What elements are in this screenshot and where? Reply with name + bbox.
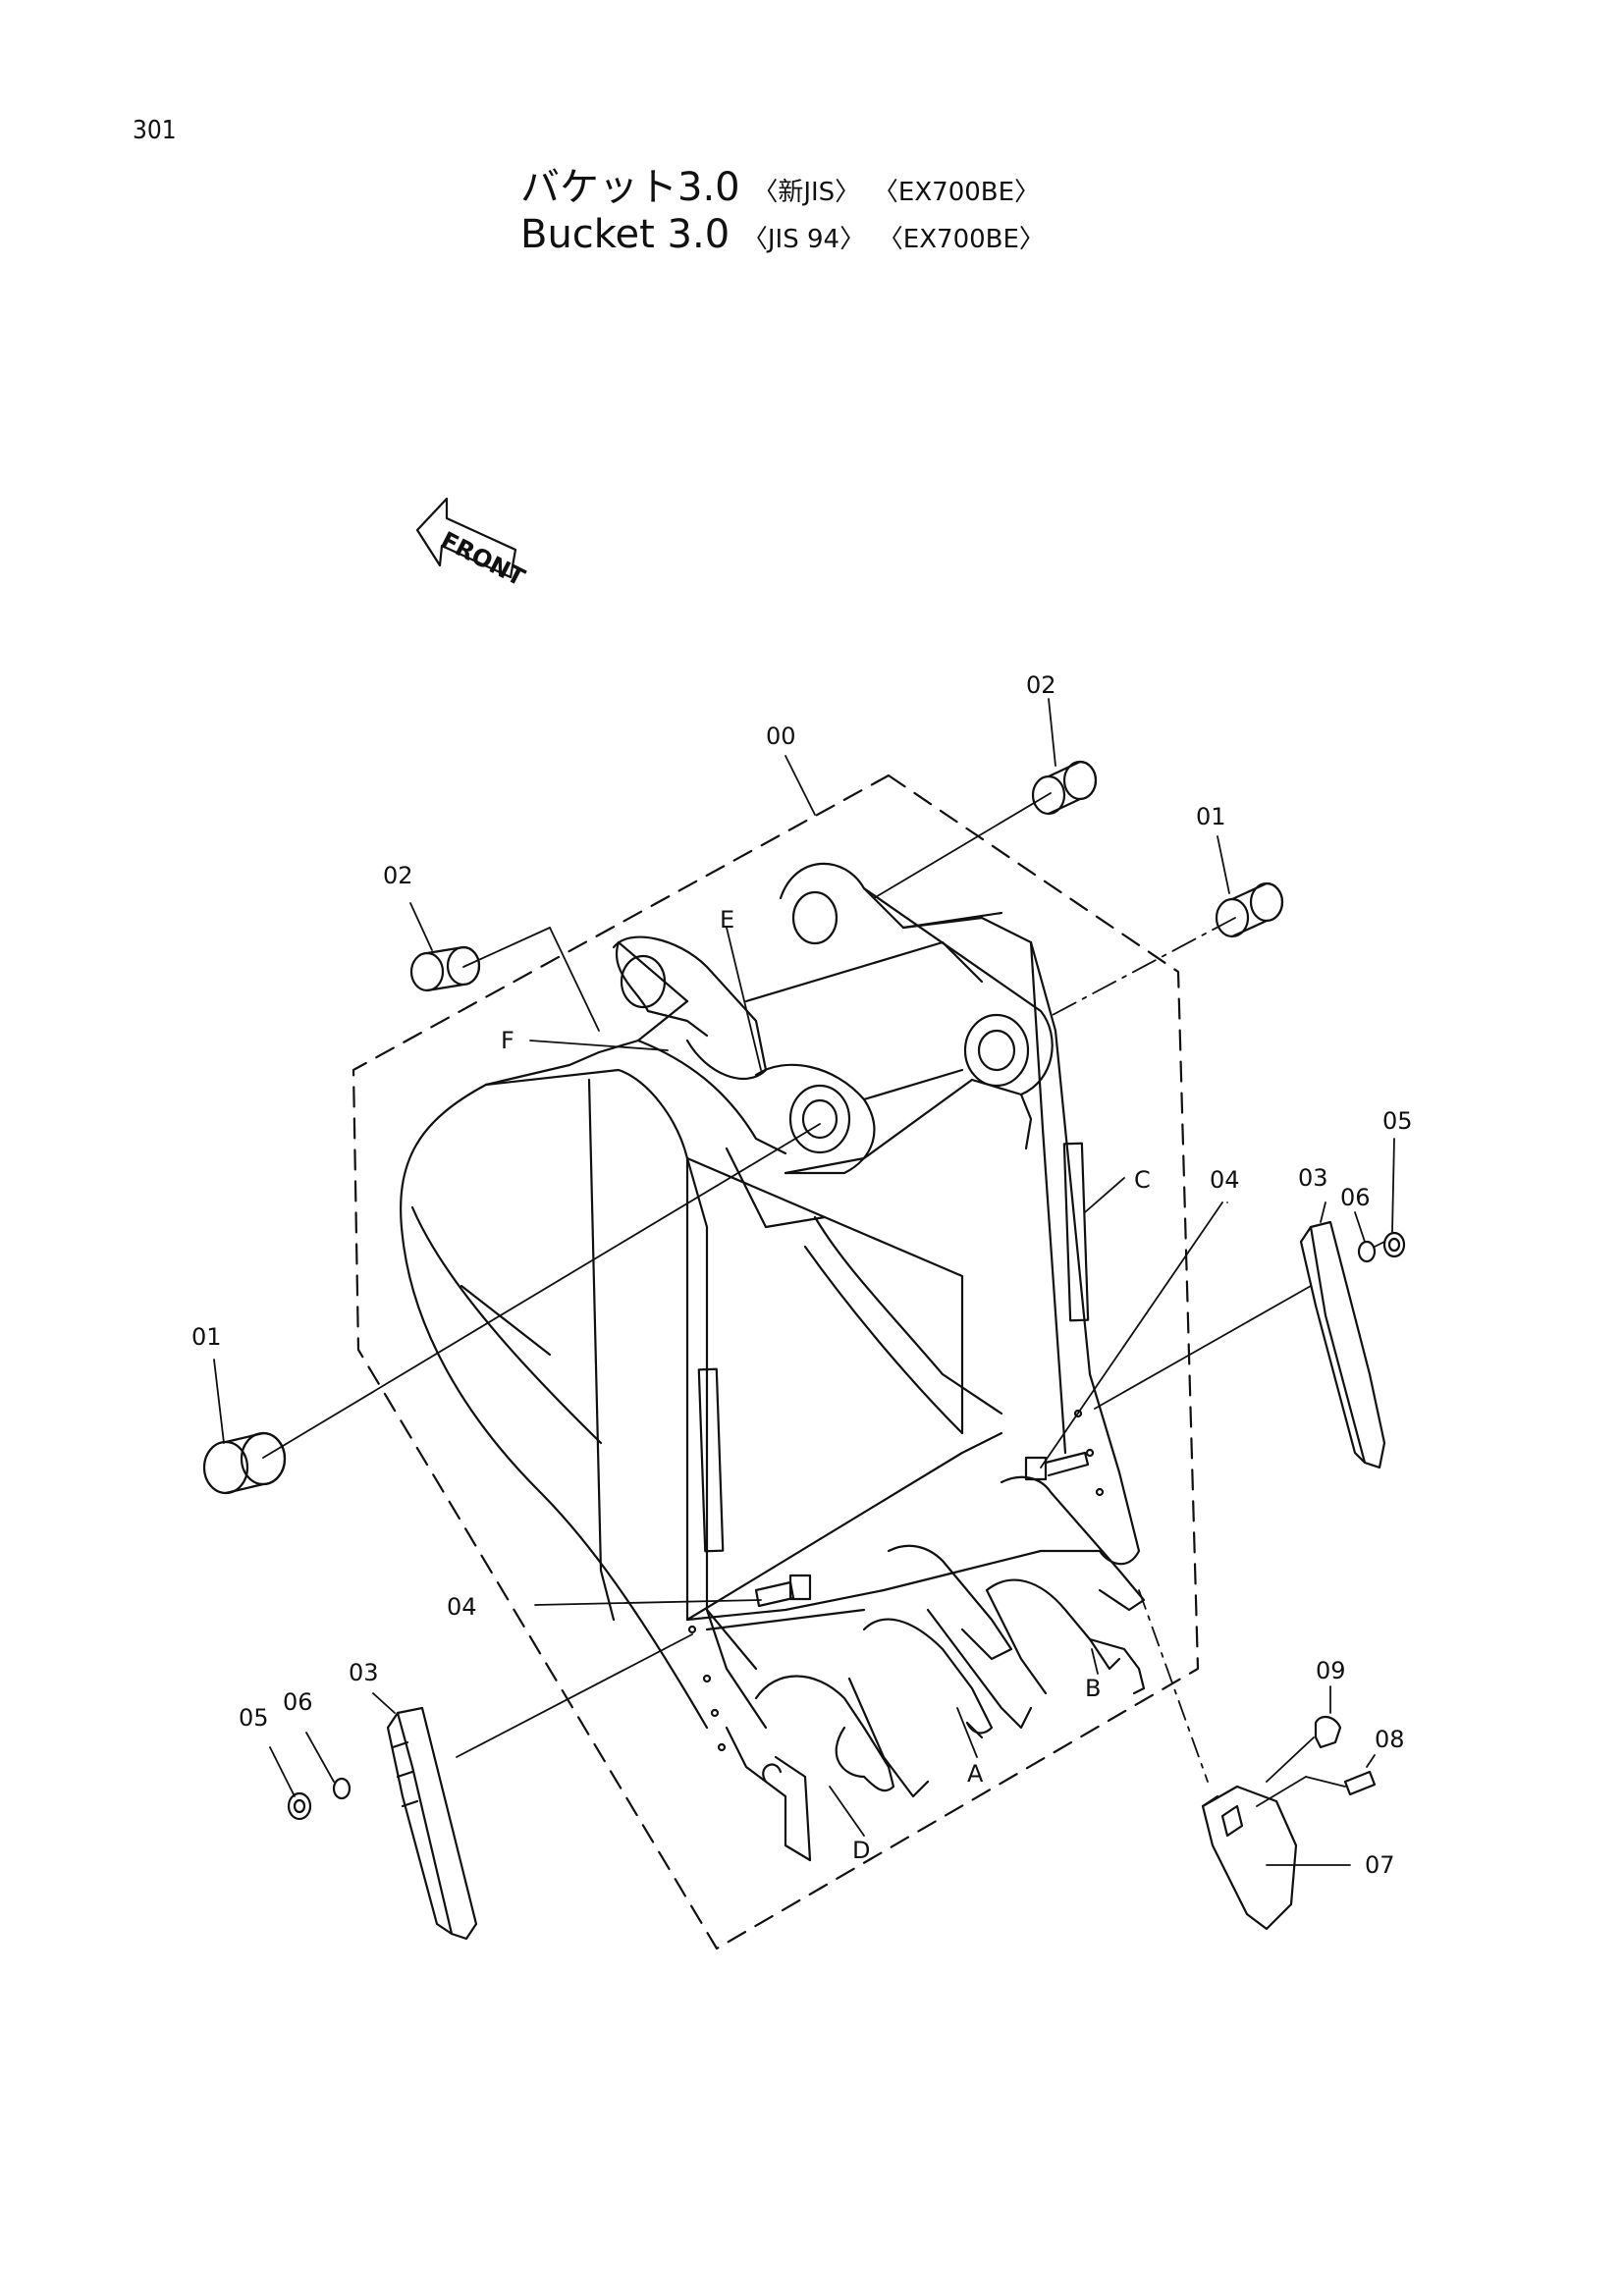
callout-04-left: 04 (447, 1593, 477, 1621)
pin-08 (1343, 1770, 1377, 1796)
callout-06-left: 06 (283, 1688, 313, 1716)
callout-03-left: 03 (349, 1659, 379, 1686)
bolt-04-right (1024, 1451, 1090, 1481)
callout-05-left: 05 (239, 1704, 269, 1732)
page-title-japanese: バケット3.0 〈新JIS〉 〈EX700BE〉 (520, 155, 1040, 212)
callout-E: E (720, 906, 734, 934)
callout-08: 08 (1375, 1726, 1405, 1753)
callout-F: F (501, 1027, 514, 1054)
callout-D: D (852, 1837, 870, 1864)
bucket-teeth (725, 1475, 1146, 1862)
washer-06-left (332, 1777, 352, 1800)
callout-B: B (1085, 1675, 1101, 1702)
callout-03-right: 03 (1298, 1164, 1328, 1192)
callout-07: 07 (1365, 1851, 1395, 1879)
side-cutter-03-left (386, 1706, 478, 1941)
bushing-01-left (202, 1431, 287, 1495)
bolt-04-left (754, 1574, 812, 1608)
page-title-english: Bucket 3.0 〈JIS 94〉 〈EX700BE〉 (520, 212, 1045, 257)
callout-06-right: 06 (1340, 1184, 1371, 1211)
nut-05-left (287, 1791, 312, 1821)
nut-05-right (1382, 1231, 1406, 1258)
title-japanese-text: バケット3.0 (520, 165, 740, 210)
callout-05-right: 05 (1382, 1107, 1413, 1135)
callout-02-left: 02 (383, 862, 413, 889)
assembly-boundary (352, 774, 1200, 1950)
callout-01-top: 01 (1196, 803, 1226, 830)
front-arrow-icon: FRONT (415, 497, 529, 592)
callout-02-top: 02 (1026, 671, 1056, 699)
callout-09: 09 (1316, 1657, 1346, 1684)
bushing-02-left (409, 945, 481, 992)
washer-06-right (1357, 1240, 1377, 1263)
tooth-point-07 (1201, 1785, 1298, 1931)
leader-lines (213, 698, 1395, 1866)
callout-00: 00 (766, 722, 796, 750)
bucket-body (400, 862, 1141, 1752)
callout-01-left: 01 (191, 1323, 222, 1351)
bushing-02-top (1031, 760, 1098, 816)
side-cutter-03-right (1299, 1220, 1386, 1469)
callout-04-right: 04 (1210, 1166, 1240, 1194)
title-en-tag-model: 〈EX700BE〉 (877, 225, 1045, 254)
page-number: 301 (133, 116, 177, 145)
lock-09 (1314, 1715, 1342, 1749)
title-jp-tag-model: 〈EX700BE〉 (872, 178, 1041, 207)
callout-A: A (967, 1760, 984, 1788)
title-jp-tag-jis: 〈新JIS〉 (752, 178, 861, 207)
title-english-text: Bucket 3.0 (520, 212, 730, 257)
bushing-01-top (1215, 881, 1284, 938)
title-en-tag-jis: 〈JIS 94〉 (741, 225, 866, 254)
callout-labels: 00 02 01 02 E F C 04 03 06 05 01 04 03 0… (191, 671, 1413, 1879)
callout-C: C (1134, 1166, 1151, 1194)
